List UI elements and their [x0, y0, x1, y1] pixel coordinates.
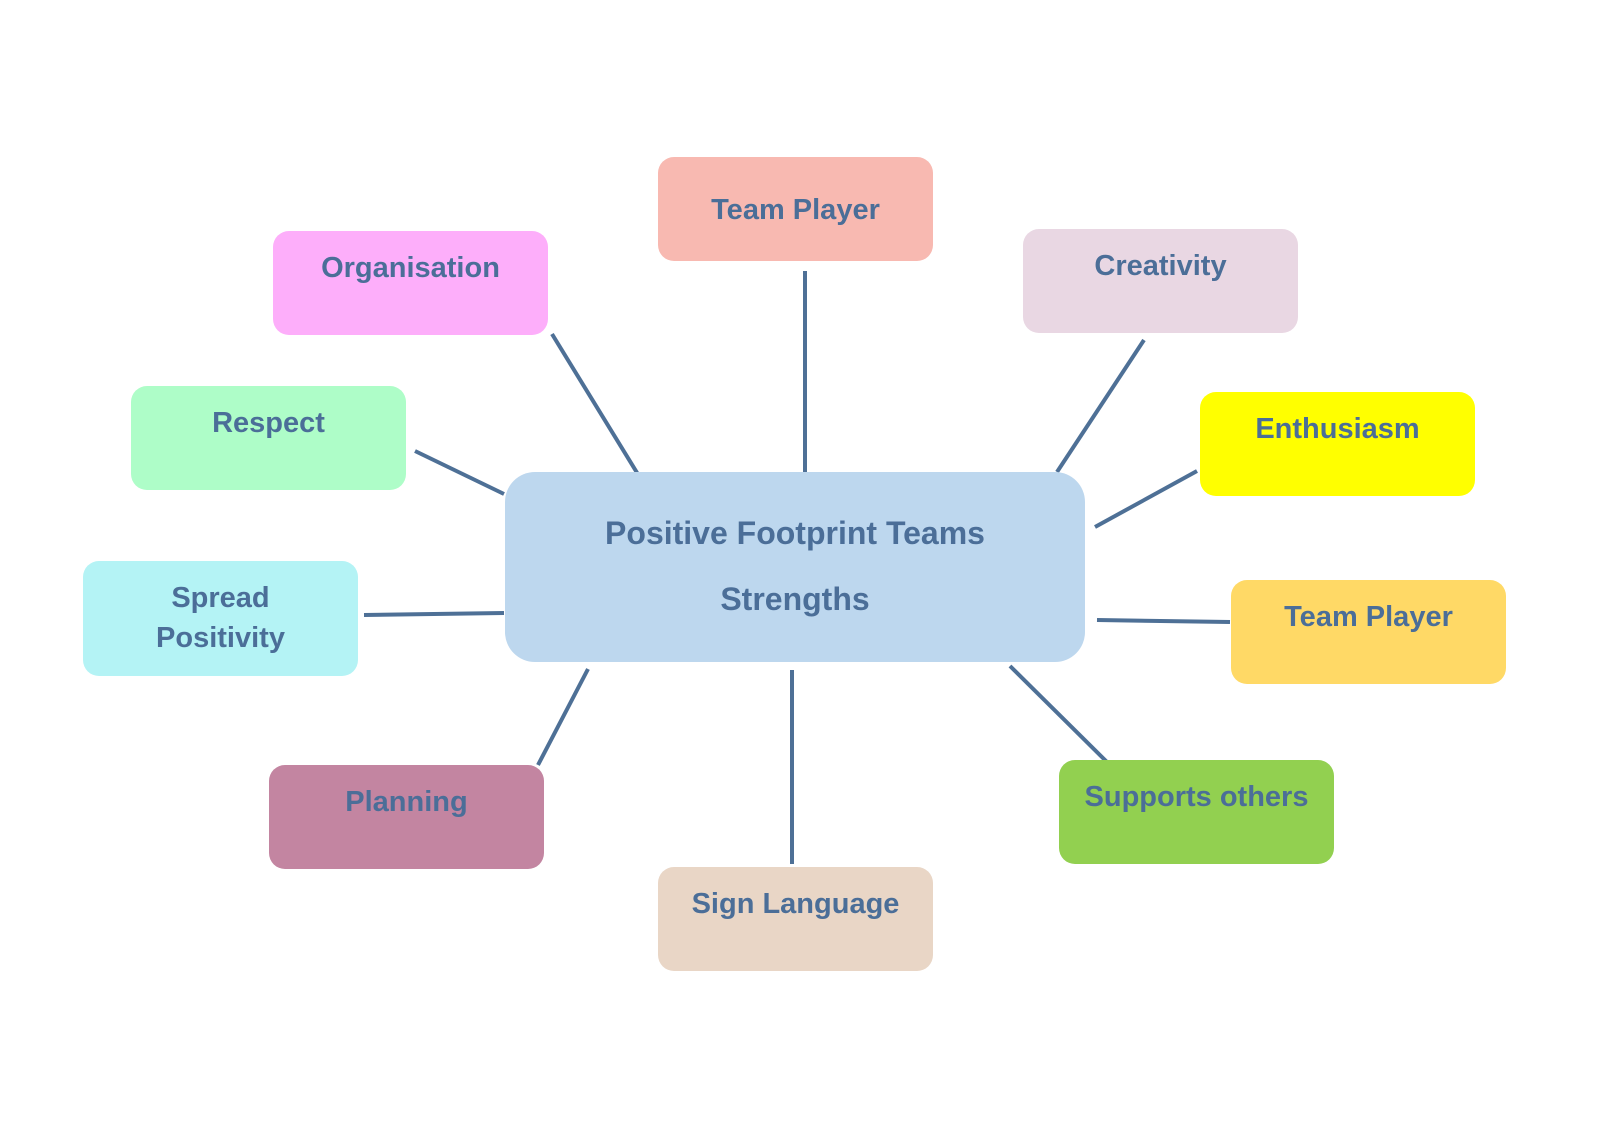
- node-respect: Respect: [131, 386, 406, 490]
- node-planning: Planning: [269, 765, 544, 869]
- connector-spread-positivity: [363, 611, 505, 617]
- connector-organisation: [550, 332, 641, 478]
- node-label: Organisation: [321, 252, 500, 284]
- node-organisation: Organisation: [273, 231, 548, 335]
- node-label: Respect: [212, 407, 325, 439]
- node-enthusiasm: Enthusiasm: [1200, 392, 1475, 496]
- node-label-line-1: Spread: [171, 582, 270, 615]
- node-label-line-2: Positivity: [156, 621, 285, 654]
- node-spread-positivity: Spread Positivity: [83, 561, 358, 676]
- node-label: Team Player: [711, 194, 880, 226]
- central-topic-line-2: Strengths: [720, 581, 870, 617]
- connector-supports-others: [1008, 664, 1111, 766]
- node-label: Creativity: [1094, 250, 1227, 282]
- connector-respect: [414, 449, 505, 496]
- node-team-player-right: Team Player: [1231, 580, 1506, 684]
- connector-planning: [536, 668, 590, 766]
- central-topic-line-1: Positive Footprint Teams: [605, 515, 985, 552]
- node-label: Team Player: [1284, 601, 1453, 633]
- central-topic: Positive Footprint Teams Strengths: [505, 472, 1085, 662]
- node-label: Enthusiasm: [1255, 413, 1420, 445]
- connector-team-player-right: [1096, 618, 1231, 624]
- node-label: Planning: [345, 786, 468, 818]
- connector-creativity: [1055, 338, 1146, 474]
- node-label: Sign Language: [691, 888, 900, 920]
- node-creativity: Creativity: [1023, 229, 1298, 333]
- node-team-player-top: Team Player: [658, 157, 933, 261]
- node-supports-others: Supports others: [1059, 760, 1334, 864]
- connector-enthusiasm: [1094, 469, 1198, 529]
- node-sign-language: Sign Language: [658, 867, 933, 971]
- node-label: Supports others: [1084, 781, 1309, 813]
